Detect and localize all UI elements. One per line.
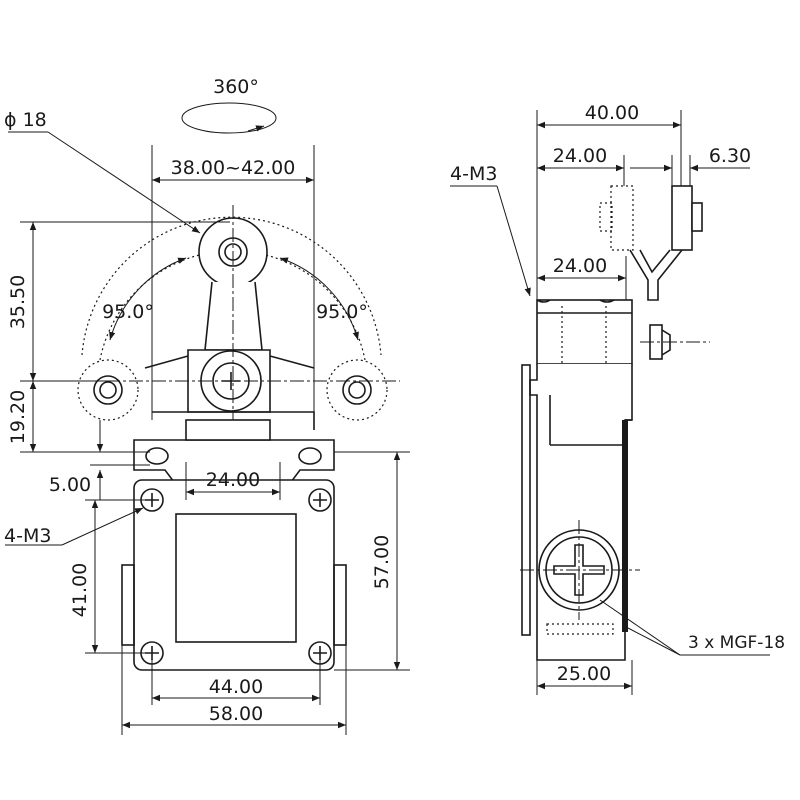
label-side-40: 40.00 (585, 102, 639, 124)
screw-tr (308, 488, 332, 512)
label-thread-side: 4-M3 (450, 163, 497, 185)
front-view: 360° ϕ 18 38.00~42.00 35.50 95.0° 95.0° … (4, 76, 410, 735)
label-side-24-top: 24.00 (553, 145, 607, 167)
rotation-symbol (181, 102, 277, 134)
label-angle-right: 95.0° (316, 301, 368, 323)
side-view: 40.00 24.00 6.30 4-M3 24.00 25.00 3 x MG… (450, 102, 785, 695)
label-height-41: 41.00 (69, 563, 91, 617)
label-height-35-50: 35.50 (7, 275, 29, 329)
label-side-6-30: 6.30 (709, 145, 751, 167)
label-side-24-mid: 24.00 (553, 255, 607, 277)
label-angle-left: 95.0° (102, 301, 154, 323)
label-cable-entry: 3 x MGF-18 (688, 633, 785, 653)
label-thread-front: 4-M3 (4, 525, 51, 547)
label-width-58: 58.00 (209, 703, 263, 725)
side-head (536, 299, 633, 365)
label-height-19-20: 19.20 (7, 390, 29, 444)
label-rotation: 360° (213, 76, 259, 98)
body-window (175, 513, 297, 643)
side-body (529, 364, 633, 661)
label-width-range: 38.00~42.00 (171, 157, 296, 179)
label-height-57: 57.00 (371, 535, 393, 589)
label-phi18: ϕ 18 (4, 109, 47, 131)
label-width-44: 44.00 (209, 676, 263, 698)
label-spacing-24-front: 24.00 (206, 469, 260, 491)
label-side-25: 25.00 (557, 663, 611, 685)
label-offset-5: 5.00 (49, 474, 91, 496)
